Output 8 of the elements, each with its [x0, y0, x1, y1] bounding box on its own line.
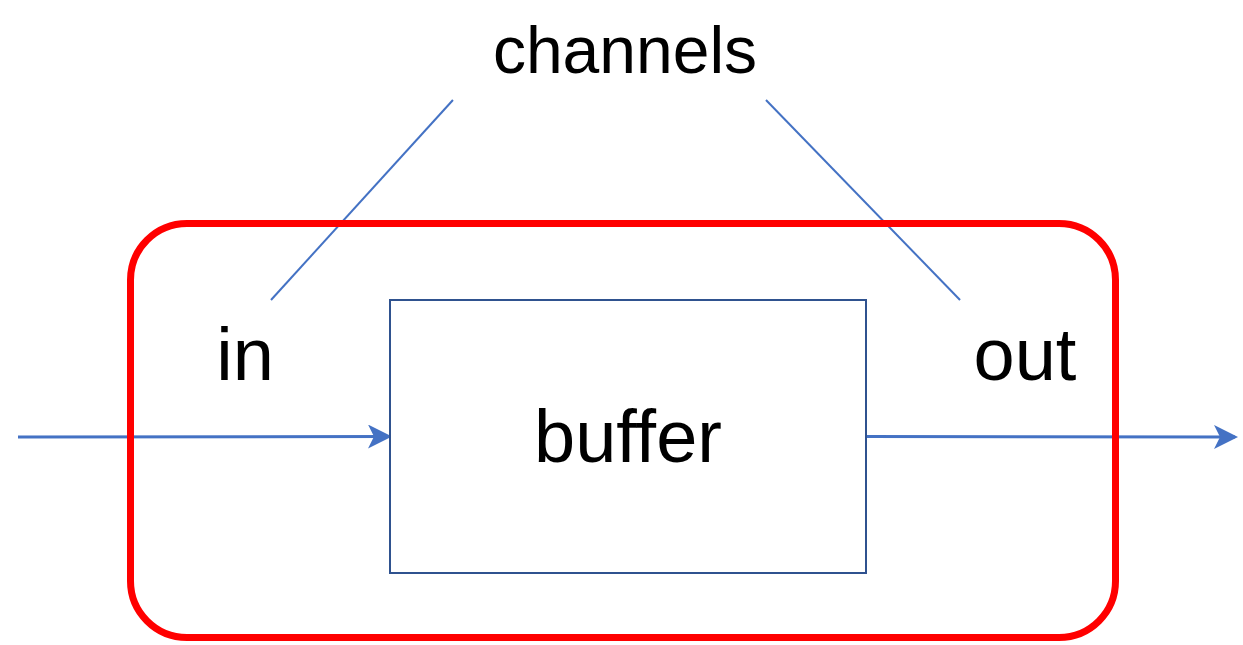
leader-line [764, 99, 962, 301]
container-box [127, 220, 1119, 641]
label-text: out [945, 300, 1105, 410]
label-text: in [195, 300, 295, 410]
arrow [867, 424, 1238, 449]
label-text: channels [440, 0, 810, 100]
leader-line [270, 99, 454, 301]
process-box: buffer [389, 299, 867, 574]
